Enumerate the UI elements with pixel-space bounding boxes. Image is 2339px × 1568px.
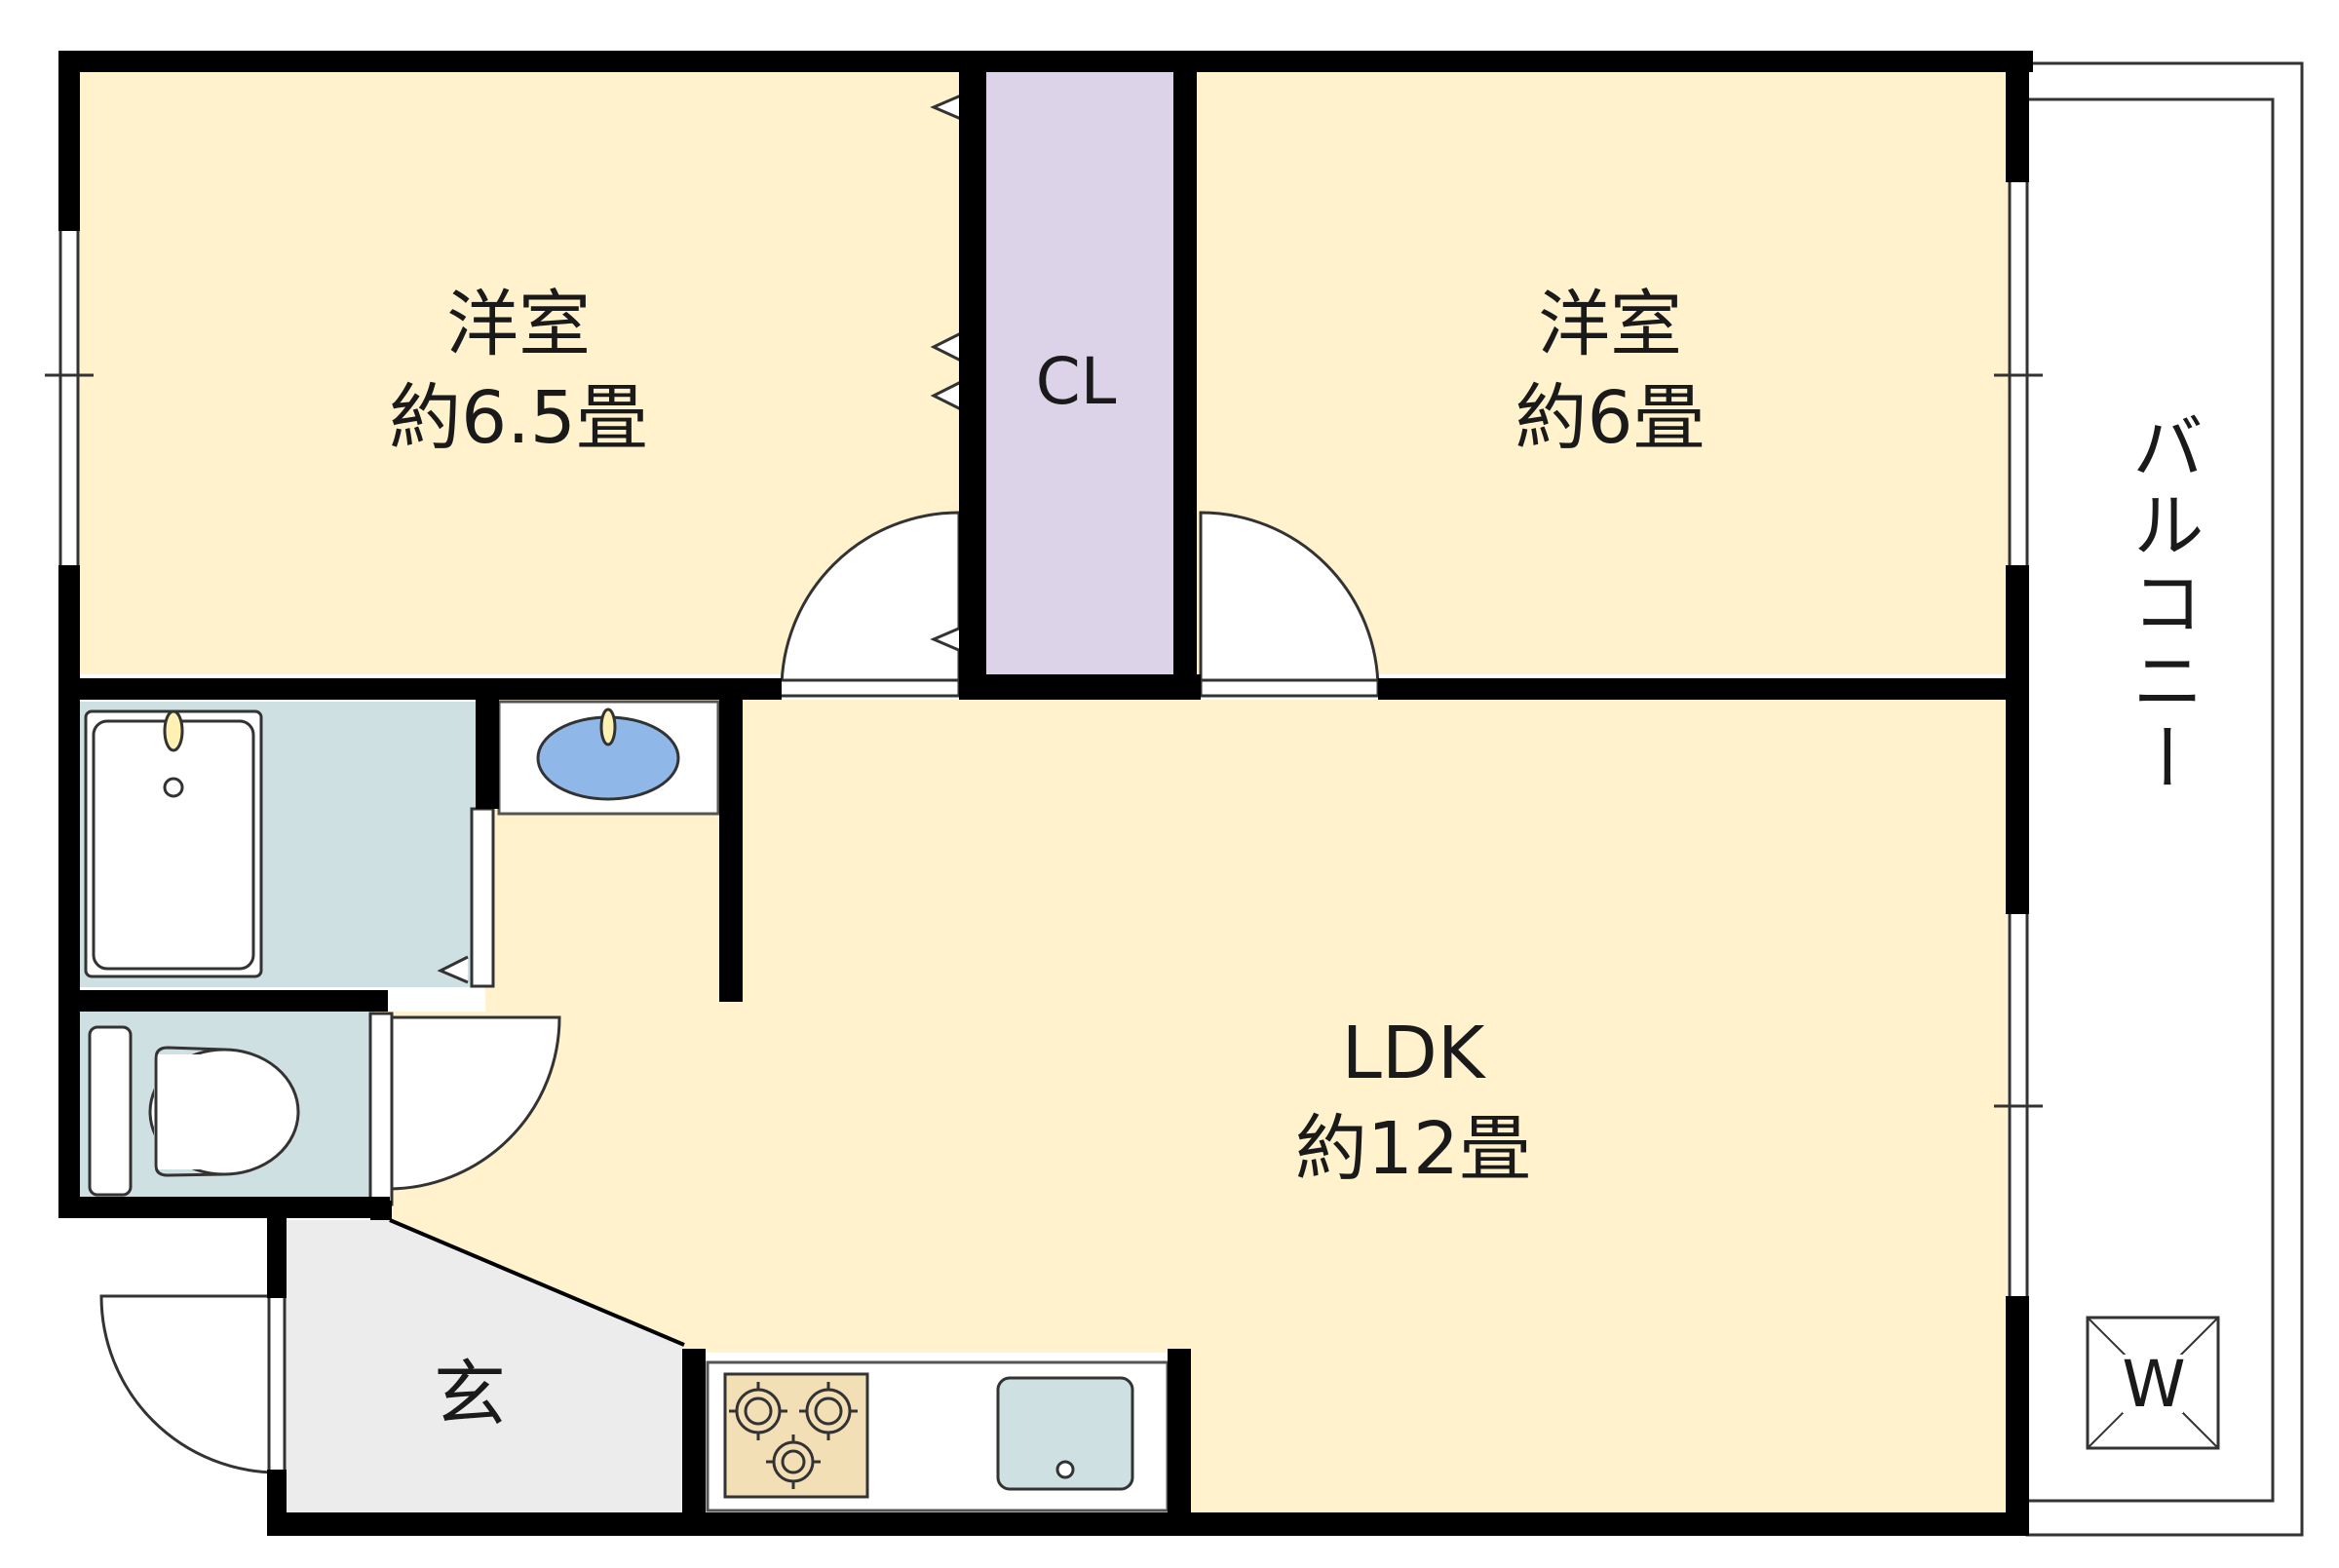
closet-floor (975, 70, 1179, 674)
toilet (88, 1025, 300, 1197)
western-room-2-name: 洋室 (1538, 283, 1682, 366)
bathtub (84, 709, 263, 978)
washer-space (2086, 1316, 2220, 1450)
washbasin (497, 700, 720, 816)
balcony (2025, 61, 2304, 1537)
western-room-1-size: 約6.5畳 (389, 376, 648, 460)
washer-label: W (2122, 1347, 2185, 1422)
entrance-step-line (389, 1218, 685, 1347)
closet-label: CL (1036, 344, 1117, 419)
entrance-floor (283, 1220, 682, 1512)
balcony-label: バルコニー (2120, 409, 2204, 799)
walls (58, 51, 2033, 1536)
western-room-2-size: 約6畳 (1515, 376, 1705, 460)
burner-icon (729, 1382, 858, 1489)
ldk-floor (375, 700, 2008, 1512)
doors (99, 511, 1380, 1475)
ldk-name: LDK (1342, 1012, 1487, 1095)
western-room-1-floor (78, 70, 965, 674)
kitchen-counter (706, 1360, 1170, 1512)
kitchen-sink (996, 1376, 1134, 1491)
western-room-1-name: 洋室 (446, 283, 591, 366)
ldk-size: 約12畳 (1295, 1107, 1531, 1191)
entrance-label: 玄 (434, 1353, 506, 1436)
